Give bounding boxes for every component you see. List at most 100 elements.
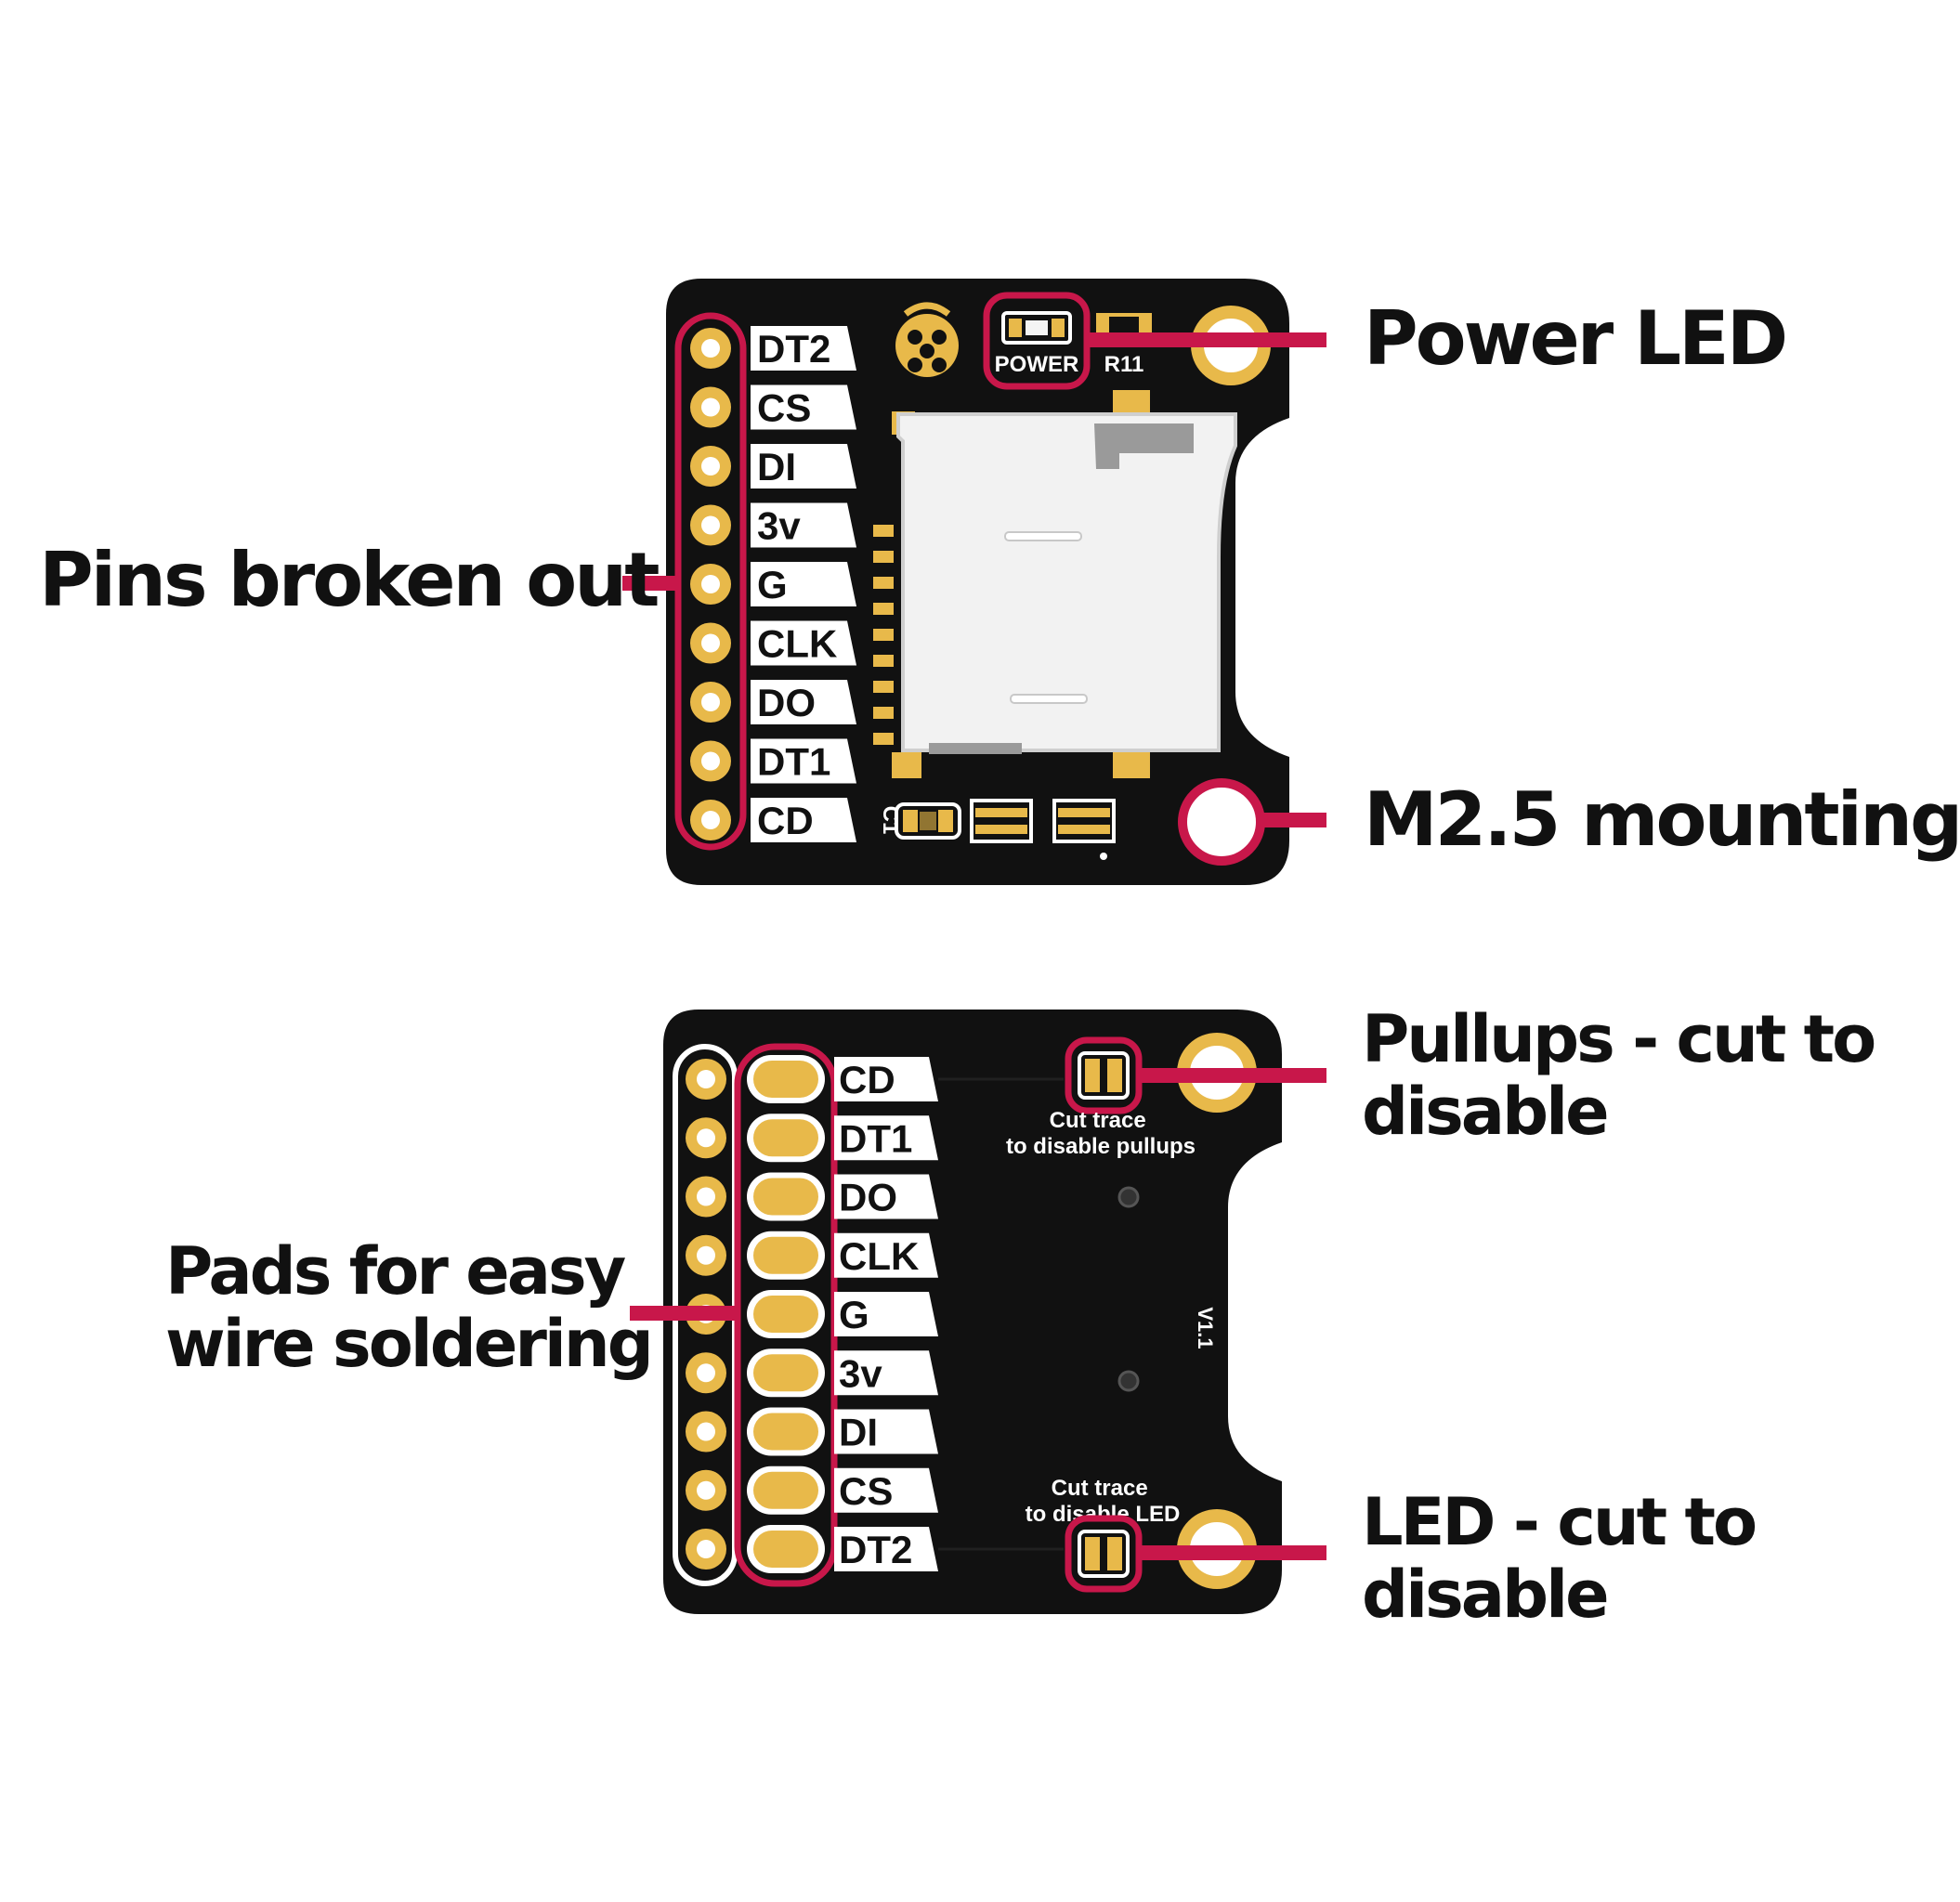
back-pin-label: DT1: [839, 1116, 912, 1160]
back-pcb: [663, 1010, 1282, 1614]
front-pin-label: DI: [757, 445, 796, 489]
front-pin-label: DO: [757, 681, 816, 724]
callout-line-pads: [630, 1306, 739, 1321]
socket-pad: [873, 525, 894, 537]
front-pin-label: CS: [757, 386, 811, 430]
back-pin-label: DT2: [839, 1528, 912, 1571]
socket-pad: [873, 629, 894, 641]
power-led-callout-text: Power LED: [1364, 295, 1788, 382]
back-pin-label-tag: [834, 1292, 938, 1336]
power-silk-label: POWER: [995, 352, 1079, 377]
front-pin-label: 3v: [757, 504, 801, 548]
front-pin-label: CD: [757, 799, 814, 842]
socket-pad: [873, 733, 894, 745]
wire-solder-pad[interactable]: [753, 1471, 818, 1509]
wire-solder-pad[interactable]: [753, 1178, 818, 1216]
front-pin-label-tag: [751, 798, 856, 842]
wire-solder-pad[interactable]: [753, 1413, 818, 1451]
callout-line-mounting: [1261, 813, 1326, 827]
front-pin-label-tag: [751, 502, 856, 548]
front-header-pin-hole: [701, 811, 720, 829]
mounting-callout-text: M2.5 mounting: [1364, 776, 1960, 863]
back-pin-label: DO: [839, 1176, 897, 1219]
callout-line-power: [1087, 332, 1326, 347]
back-pin-label: CLK: [839, 1234, 919, 1278]
pullups-callout-line1: Pullups - cut to: [1362, 1001, 1876, 1077]
back-header-pin-hole: [697, 1128, 715, 1148]
callout-line-pullups: [1139, 1068, 1326, 1083]
front-header-pin-hole: [701, 397, 720, 417]
version-label: V1.1: [1194, 1307, 1217, 1348]
wire-solder-pad[interactable]: [753, 1531, 818, 1568]
socket-pad: [873, 681, 894, 693]
pads-callout-line1: Pads for easy: [165, 1233, 626, 1309]
back-header-pin-hole: [697, 1422, 715, 1441]
power-led-callout: Power LED: [1364, 295, 1788, 382]
back-header-pin-hole: [697, 1363, 715, 1383]
socket-pad: [873, 655, 894, 667]
front-pin-label: G: [757, 563, 788, 606]
front-pin-label-tag: [751, 562, 856, 606]
back-pin-label-tag: [834, 1527, 938, 1571]
front-pin-label-tag: [751, 444, 856, 489]
back-pin-label-tag: [834, 1350, 938, 1396]
back-pin-label-tag: [834, 1232, 938, 1278]
back-header-pin-hole: [697, 1245, 715, 1265]
pullups-callout-line2: disable: [1362, 1074, 1610, 1151]
front-pin-label: DT1: [757, 740, 830, 784]
front-header-pin-hole: [701, 339, 720, 358]
wire-solder-pad[interactable]: [753, 1296, 818, 1333]
front-pin-label-tag: [751, 326, 856, 371]
back-header-pin-hole: [697, 1187, 715, 1206]
back-pin-label: CD: [839, 1058, 895, 1101]
front-pin-label-tag: [751, 384, 856, 430]
resistor-network-2: [1052, 799, 1116, 843]
socket-pad: [873, 551, 894, 563]
pullups-callout: Pullups - cut to disable: [1362, 1001, 1876, 1151]
back-pin-label: DI: [839, 1411, 878, 1454]
front-header-pin-hole: [701, 751, 720, 771]
front-pin-label: CLK: [757, 622, 837, 666]
front-header-pin-hole: [701, 457, 720, 476]
back-header-pin-hole: [697, 1540, 715, 1558]
wire-solder-pad[interactable]: [753, 1119, 818, 1157]
pullup-note: Cut trace to disable pullups: [1006, 1108, 1196, 1159]
front-header-pin-hole: [701, 575, 720, 593]
front-pin-label: DT2: [757, 327, 830, 371]
front-header-pin-hole: [701, 633, 720, 653]
back-pin-label-tag: [834, 1174, 938, 1219]
front-header-pin-hole: [701, 693, 720, 711]
callout-line-led: [1139, 1545, 1326, 1560]
back-pin-label: G: [839, 1293, 869, 1336]
wire-solder-pad[interactable]: [753, 1061, 818, 1098]
socket-pad: [873, 603, 894, 615]
mounting-callout: M2.5 mounting: [1364, 778, 1960, 862]
back-pin-label-tag: [834, 1115, 938, 1161]
led-callout: LED - cut to disable: [1362, 1484, 1757, 1634]
front-pin-label-tag: [751, 680, 856, 724]
resistor-silk-label: R11: [1104, 352, 1144, 377]
front-mounting-hole-bottom: [1178, 778, 1265, 866]
pads-callout: Pads for easy wire soldering: [165, 1233, 654, 1383]
wire-solder-pad[interactable]: [753, 1354, 818, 1392]
front-pin-label-tag: [751, 620, 856, 666]
back-pin-label-tag: [834, 1467, 938, 1513]
pads-callout-line2: wire soldering: [165, 1306, 654, 1383]
socket-pad: [873, 707, 894, 719]
front-pin-label-tag: [751, 738, 856, 784]
resistor-network-1: [970, 799, 1033, 843]
microsd-socket: [873, 390, 1237, 778]
back-header-pin-hole: [697, 1070, 715, 1088]
wire-solder-pad[interactable]: [753, 1236, 818, 1274]
pins-broken-out-callout: Pins broken out: [39, 539, 660, 622]
led-callout-line1: LED - cut to: [1362, 1484, 1757, 1560]
raspberry-logo-icon: [895, 302, 959, 377]
back-pin-label: 3v: [839, 1351, 882, 1395]
led-callout-line2: disable: [1362, 1557, 1610, 1634]
front-header-pin-hole: [701, 515, 720, 535]
back-header-pin-hole: [697, 1480, 715, 1500]
back-pin-label: CS: [839, 1469, 893, 1513]
